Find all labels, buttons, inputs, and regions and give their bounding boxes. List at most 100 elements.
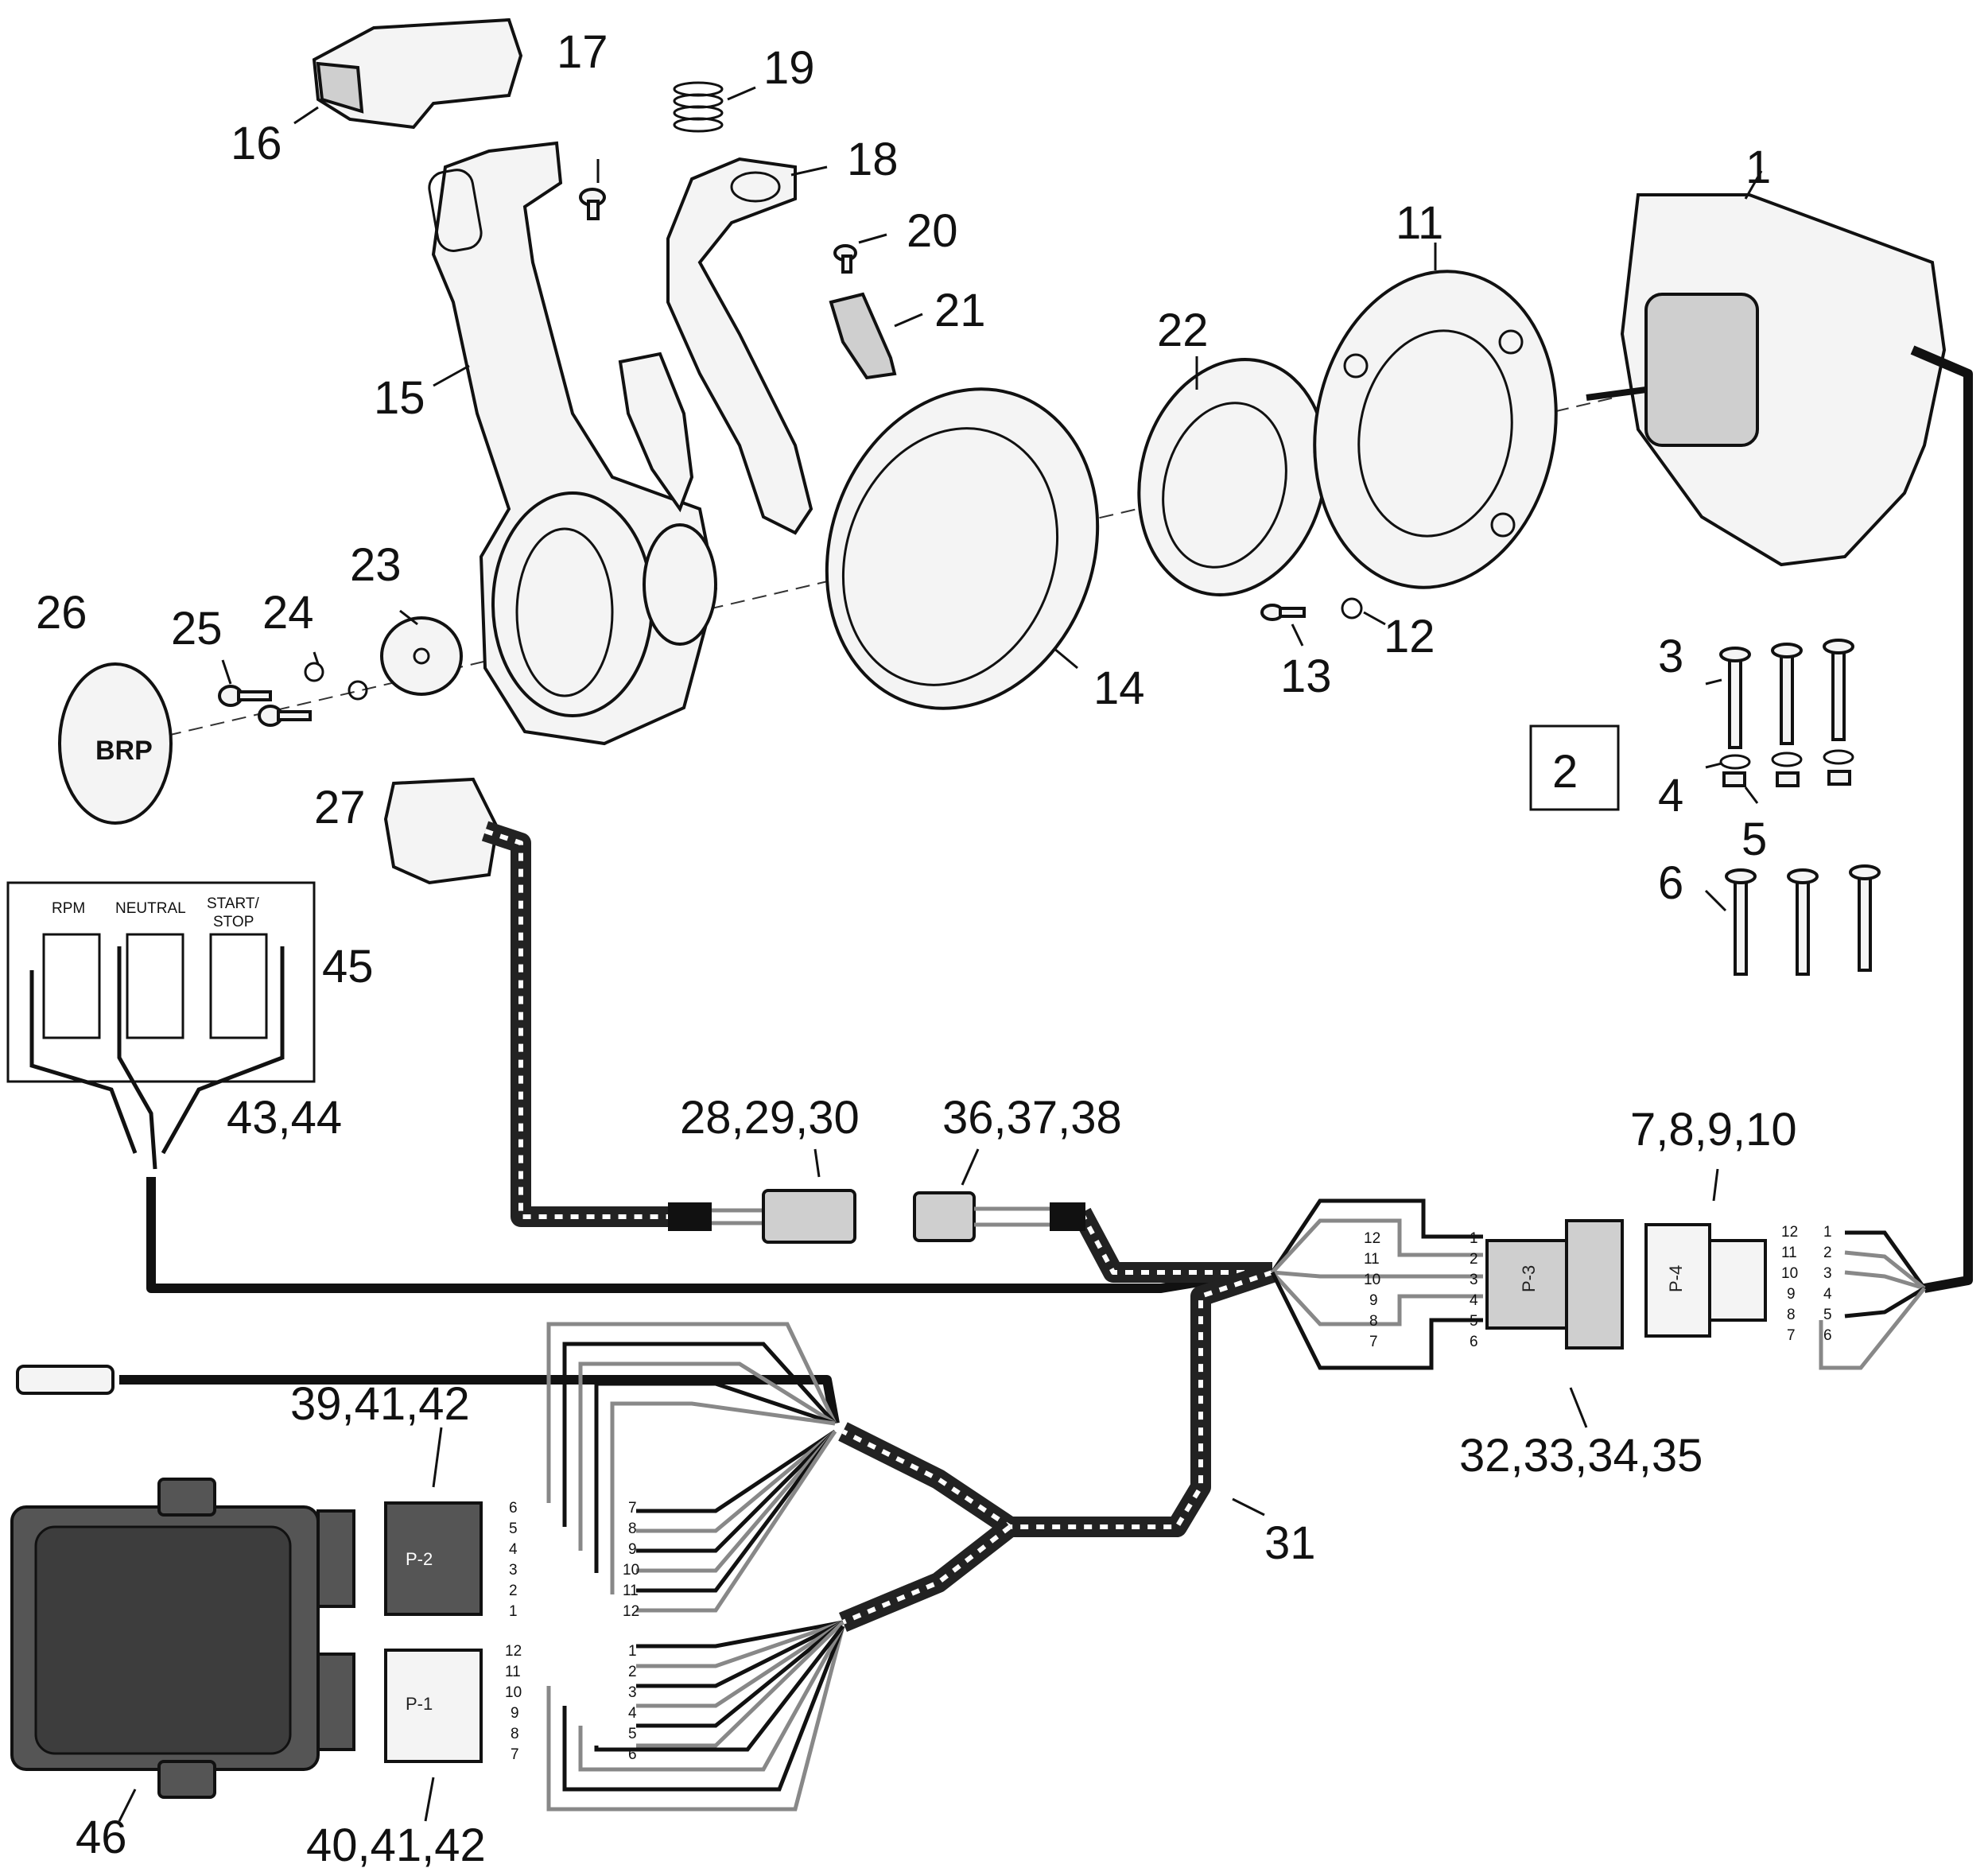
callout-2: 2 (1552, 746, 1578, 798)
part-46-control-module (10, 1478, 355, 1799)
p3-pin-numbers-right: 1 2 3 4 5 6 (1470, 1230, 1478, 1350)
connector-p4[interactable]: P-4 (1644, 1223, 1927, 1370)
svg-text:5: 5 (509, 1521, 518, 1537)
connector-28-29-30 (668, 1189, 856, 1244)
svg-text:11: 11 (623, 1583, 639, 1599)
svg-text:3: 3 (1823, 1265, 1832, 1282)
part-12-washer (1341, 597, 1363, 619)
part-15-control-lever (428, 141, 718, 746)
svg-text:12: 12 (505, 1643, 522, 1660)
callout-27: 27 (314, 782, 366, 833)
svg-text:5: 5 (1823, 1307, 1832, 1323)
neutral-label: NEUTRAL (115, 900, 186, 917)
svg-text:8: 8 (628, 1521, 637, 1537)
connector-p3[interactable]: P-3 (1270, 1198, 1624, 1370)
parts-3-bolts (1719, 639, 1854, 749)
callout-labels: 16 17 19 18 20 21 15 22 11 1 14 13 12 23… (36, 26, 1797, 1871)
callout-11: 11 (1396, 197, 1443, 249)
part-23-plate (380, 616, 463, 696)
callout-46: 46 (76, 1812, 127, 1863)
callout-12: 12 (1384, 611, 1435, 662)
svg-text:9: 9 (1787, 1286, 1796, 1303)
cable-36-38-lead (1072, 1207, 1272, 1283)
svg-text:6: 6 (1823, 1327, 1832, 1344)
p2-wires (546, 1322, 837, 1613)
svg-text:1: 1 (1470, 1230, 1478, 1247)
leader-lines (118, 86, 1763, 1822)
svg-text:12: 12 (1781, 1224, 1798, 1241)
callout-32-35: 32,33,34,35 (1459, 1430, 1703, 1482)
p3-pin-numbers-left: 12 11 10 9 8 7 (1364, 1230, 1380, 1350)
start-stop-label-line1: START/ (207, 895, 260, 912)
callout-15: 15 (374, 372, 425, 424)
callout-13: 13 (1280, 651, 1332, 702)
svg-text:6: 6 (628, 1746, 637, 1763)
cable-housing-to-p4 (1910, 345, 1973, 1293)
svg-text:3: 3 (628, 1684, 637, 1701)
callout-25: 25 (171, 603, 223, 654)
svg-text:4: 4 (1470, 1292, 1478, 1309)
connector-p2[interactable]: P-2 (384, 1501, 483, 1616)
cable-43-44 (146, 1177, 1233, 1293)
parts-5-nuts (1722, 770, 1851, 787)
network-plug (16, 1365, 115, 1395)
p3-label: P-3 (1519, 1265, 1539, 1292)
svg-text:3: 3 (509, 1562, 518, 1579)
callout-19: 19 (763, 42, 815, 94)
svg-text:8: 8 (1369, 1313, 1378, 1330)
part-21-clip (829, 292, 897, 380)
callout-1: 1 (1745, 142, 1771, 193)
svg-text:2: 2 (628, 1664, 637, 1680)
svg-text:9: 9 (511, 1705, 519, 1722)
callout-7-10: 7,8,9,10 (1630, 1104, 1797, 1155)
parts-4-washers (1719, 749, 1854, 770)
svg-text:10: 10 (505, 1684, 522, 1701)
connector-p1[interactable]: P-1 (384, 1649, 483, 1763)
part-27-switch (383, 777, 499, 885)
svg-text:7: 7 (1787, 1327, 1796, 1344)
svg-text:1: 1 (628, 1643, 637, 1660)
start-stop-label-line2: STOP (213, 914, 254, 930)
callout-14: 14 (1093, 662, 1145, 714)
part-1-housing (1586, 193, 1947, 567)
callout-23: 23 (350, 539, 402, 591)
p1-label: P-1 (406, 1694, 433, 1714)
svg-text:7: 7 (511, 1746, 519, 1763)
svg-text:10: 10 (1364, 1272, 1380, 1288)
part-17-screw (579, 188, 606, 220)
svg-text:1: 1 (1823, 1224, 1832, 1241)
callout-24: 24 (262, 587, 314, 639)
p4-pin-numbers-left: 12 11 10 9 8 7 (1781, 1224, 1798, 1344)
cable-31-main-harness (838, 1262, 1276, 1537)
p4-label: P-4 (1666, 1265, 1686, 1292)
callout-28-30: 28,29,30 (680, 1092, 860, 1144)
part-45-switch-panel: RPM NEUTRAL START/ STOP (6, 881, 316, 1170)
svg-text:2: 2 (1470, 1251, 1478, 1268)
svg-text:1: 1 (509, 1603, 518, 1620)
svg-text:10: 10 (1781, 1265, 1798, 1282)
rpm-label: RPM (52, 900, 85, 917)
callout-2-box (1529, 724, 1620, 811)
part-22-detent-ring (1137, 358, 1328, 596)
svg-text:6: 6 (509, 1500, 518, 1517)
p4-pin-numbers-right: 1 2 3 4 5 6 (1823, 1224, 1832, 1344)
callout-6: 6 (1658, 857, 1683, 909)
svg-text:4: 4 (509, 1541, 518, 1558)
part-25-screws (218, 685, 312, 727)
part-18-lock-lever (666, 157, 813, 535)
callout-5: 5 (1741, 814, 1767, 865)
part-14-bezel-ring (825, 387, 1100, 710)
svg-text:6: 6 (1470, 1334, 1478, 1350)
part-20-screw (833, 244, 857, 274)
p2-label: P-2 (406, 1549, 433, 1569)
callout-3: 3 (1658, 631, 1683, 682)
callout-31: 31 (1264, 1517, 1316, 1569)
callout-43-44: 43,44 (227, 1092, 342, 1144)
svg-text:5: 5 (628, 1726, 637, 1742)
connector-36-37-38 (913, 1191, 1085, 1242)
callout-4: 4 (1658, 770, 1683, 821)
svg-text:12: 12 (623, 1603, 639, 1620)
part-11-mount-ring (1313, 270, 1558, 589)
callout-45: 45 (322, 941, 374, 992)
